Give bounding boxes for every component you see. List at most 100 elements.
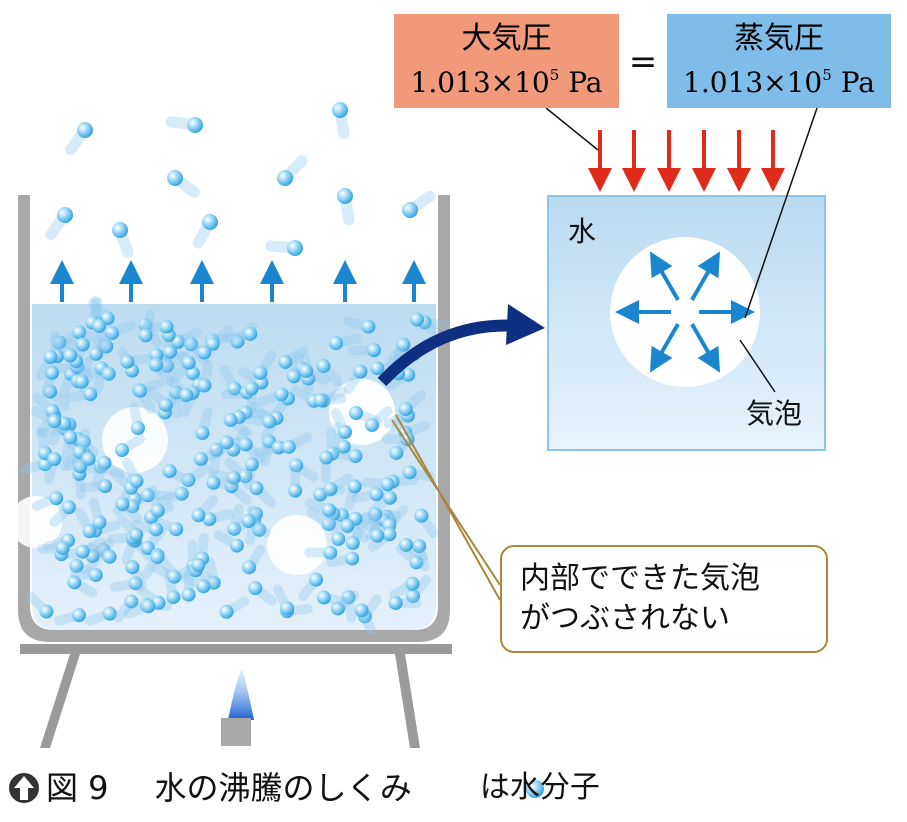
- water-molecule: [405, 589, 420, 604]
- outward-arrow: [690, 323, 721, 373]
- water-molecule: [138, 318, 153, 333]
- water-molecule: [166, 590, 181, 605]
- leader-line: [545, 107, 599, 151]
- water-molecule: [162, 464, 177, 479]
- water-molecule: [286, 369, 301, 384]
- water-molecule: [39, 604, 54, 619]
- water-molecule: [125, 560, 140, 575]
- atmospheric-pressure-arrows: [588, 130, 785, 192]
- water-molecule: [227, 521, 242, 536]
- atmospheric-pressure-value: 1.013×105 Pa: [410, 66, 603, 99]
- water-molecule: [167, 569, 182, 584]
- water-molecule: [193, 451, 208, 466]
- water-molecule: [47, 452, 62, 467]
- water-molecule: [331, 531, 346, 546]
- water-molecule: [88, 346, 103, 361]
- water-molecule: [345, 551, 360, 566]
- water-molecule: [230, 334, 245, 349]
- water-molecule: [274, 387, 289, 402]
- water-molecule: [370, 361, 385, 376]
- water-molecule: [92, 318, 107, 333]
- water-molecule: [83, 387, 98, 402]
- water-molecule: [244, 381, 259, 396]
- atmospheric-pressure-title: 大気圧: [461, 21, 552, 56]
- zoom-arrow: [377, 319, 521, 387]
- water-molecule: [382, 490, 397, 505]
- water-molecule: [184, 337, 199, 352]
- water-molecule: [150, 503, 165, 518]
- water-molecule: [197, 378, 212, 393]
- water-molecule: [382, 527, 397, 542]
- vapor-pressure-arrows: [615, 251, 755, 373]
- water-molecule: [174, 486, 189, 501]
- water-molecule: [277, 170, 293, 186]
- water-molecule: [163, 344, 178, 359]
- water-molecule: [169, 522, 184, 537]
- water-molecule: [181, 587, 196, 602]
- water-molecule: [141, 599, 156, 614]
- water-molecule: [102, 606, 117, 621]
- water-molecule: [202, 512, 217, 527]
- water-molecule: [129, 474, 144, 489]
- water-molecule: [131, 421, 145, 435]
- water-molecule: [316, 359, 331, 374]
- water-molecule: [321, 516, 336, 531]
- bubble: [267, 515, 327, 575]
- water-molecule: [195, 426, 210, 441]
- leader-line: [744, 107, 818, 319]
- water-molecule: [128, 576, 143, 591]
- water-molecule: [241, 514, 256, 529]
- vapor-pressure-value: 1.013×105 Pa: [683, 66, 875, 99]
- water-molecule: [120, 354, 135, 369]
- vapor-pressure-box: 蒸気圧 1.013×105 Pa: [667, 14, 891, 108]
- water-molecule: [191, 508, 206, 523]
- water-molecule: [341, 590, 356, 605]
- water-molecule: [97, 455, 112, 470]
- water-molecule: [47, 414, 62, 429]
- water-molecule: [238, 469, 253, 484]
- water-molecule: [336, 439, 351, 454]
- water-molecule: [191, 558, 206, 573]
- figure-label: 図 9: [46, 769, 109, 807]
- water-molecule: [202, 214, 218, 230]
- water-molecule: [185, 366, 200, 381]
- water-molecule: [309, 572, 324, 587]
- water-molecule: [365, 418, 379, 432]
- water-molecule: [347, 479, 362, 494]
- water-molecule: [206, 475, 221, 490]
- water-molecule: [262, 414, 277, 429]
- water-molecule: [112, 222, 128, 238]
- bubble: [102, 407, 168, 473]
- water-molecule: [159, 358, 174, 373]
- water-molecule: [74, 374, 89, 389]
- water-molecule: [52, 335, 67, 350]
- water-molecule: [323, 545, 338, 560]
- zoomed-bubble: [610, 237, 760, 387]
- water-molecules: [19, 102, 451, 635]
- water-molecule: [75, 544, 90, 559]
- water-molecule: [278, 354, 293, 369]
- water-molecule: [348, 449, 363, 464]
- water-molecule: [167, 170, 183, 186]
- bubbles: [10, 379, 395, 575]
- water-molecule: [281, 439, 296, 454]
- water-molecule: [323, 482, 338, 497]
- callout: 内部でできた気泡 がつぶされない: [500, 545, 828, 653]
- water-molecule: [329, 336, 344, 351]
- water-molecule: [287, 240, 303, 256]
- water-molecule: [219, 604, 234, 619]
- water-molecule: [322, 503, 337, 518]
- water-molecule: [77, 122, 93, 138]
- water-molecule: [345, 536, 360, 551]
- water-molecule: [181, 355, 196, 370]
- water-molecule: [88, 567, 103, 582]
- water-molecule: [219, 435, 234, 450]
- water-molecule: [179, 388, 194, 403]
- water-molecule: [148, 357, 163, 372]
- water-molecule: [61, 500, 76, 515]
- water-molecule: [316, 590, 331, 605]
- water-molecule: [402, 465, 417, 480]
- water-molecule: [280, 601, 295, 616]
- water-molecule: [414, 508, 429, 523]
